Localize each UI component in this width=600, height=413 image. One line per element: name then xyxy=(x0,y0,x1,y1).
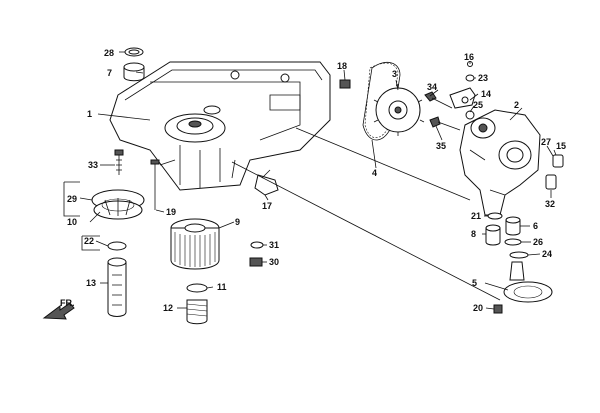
callout-19: 19 xyxy=(166,207,176,217)
callout-1: 1 xyxy=(87,109,92,119)
oil-pan xyxy=(109,61,331,191)
collar-and-o-ring xyxy=(123,47,145,82)
oil-pump-assembly xyxy=(459,109,541,216)
callout-34: 34 xyxy=(427,82,437,92)
callout-21: 21 xyxy=(471,211,481,221)
callout-10: 10 xyxy=(67,217,77,227)
callout-labels: 1 2 3 4 5 6 7 8 9 10 11 12 13 14 15 16 1… xyxy=(67,48,566,313)
relief-valve xyxy=(186,283,208,325)
callout-33: 33 xyxy=(88,160,98,170)
leader-lines xyxy=(79,51,557,310)
callout-22: 22 xyxy=(84,236,94,246)
oil-pump-lower-parts xyxy=(485,212,553,314)
oil-pump-driven-sprocket xyxy=(373,84,425,136)
callout-23: 23 xyxy=(478,73,488,83)
callout-35: 35 xyxy=(436,141,446,151)
oil-pressure-switch xyxy=(254,169,279,196)
callout-11: 11 xyxy=(217,282,227,292)
callout-17: 17 xyxy=(262,201,272,211)
callout-25: 25 xyxy=(473,100,483,110)
callout-30: 30 xyxy=(269,257,279,267)
callout-26: 26 xyxy=(533,237,543,247)
callout-5: 5 xyxy=(472,278,477,288)
front-direction-label: FR. xyxy=(60,298,75,308)
oil-pump-hardware xyxy=(339,61,564,190)
callout-16: 16 xyxy=(464,52,474,62)
callout-32: 32 xyxy=(545,199,555,209)
callout-6: 6 xyxy=(533,221,538,231)
callout-14: 14 xyxy=(481,89,491,99)
oil-strainer xyxy=(91,159,160,220)
front-direction-arrow xyxy=(42,302,75,320)
callout-18: 18 xyxy=(337,61,347,71)
bolt-33 xyxy=(114,149,124,175)
callout-28: 28 xyxy=(104,48,114,58)
callout-2: 2 xyxy=(514,100,519,110)
callout-4: 4 xyxy=(372,168,377,178)
callout-3: 3 xyxy=(392,69,397,79)
callout-29: 29 xyxy=(67,194,77,204)
callout-27: 27 xyxy=(541,137,551,147)
callout-13: 13 xyxy=(86,278,96,288)
washer-and-bolt xyxy=(249,241,264,267)
oil-pipe xyxy=(107,241,127,317)
callout-15: 15 xyxy=(556,141,566,151)
callout-24: 24 xyxy=(542,249,552,259)
callout-7: 7 xyxy=(107,68,112,78)
callout-9: 9 xyxy=(235,217,240,227)
callout-20: 20 xyxy=(473,303,483,313)
oil-filter xyxy=(170,218,220,270)
callout-31: 31 xyxy=(269,240,279,250)
group-brackets xyxy=(63,181,100,251)
callout-8: 8 xyxy=(471,229,476,239)
callout-12: 12 xyxy=(163,303,173,313)
